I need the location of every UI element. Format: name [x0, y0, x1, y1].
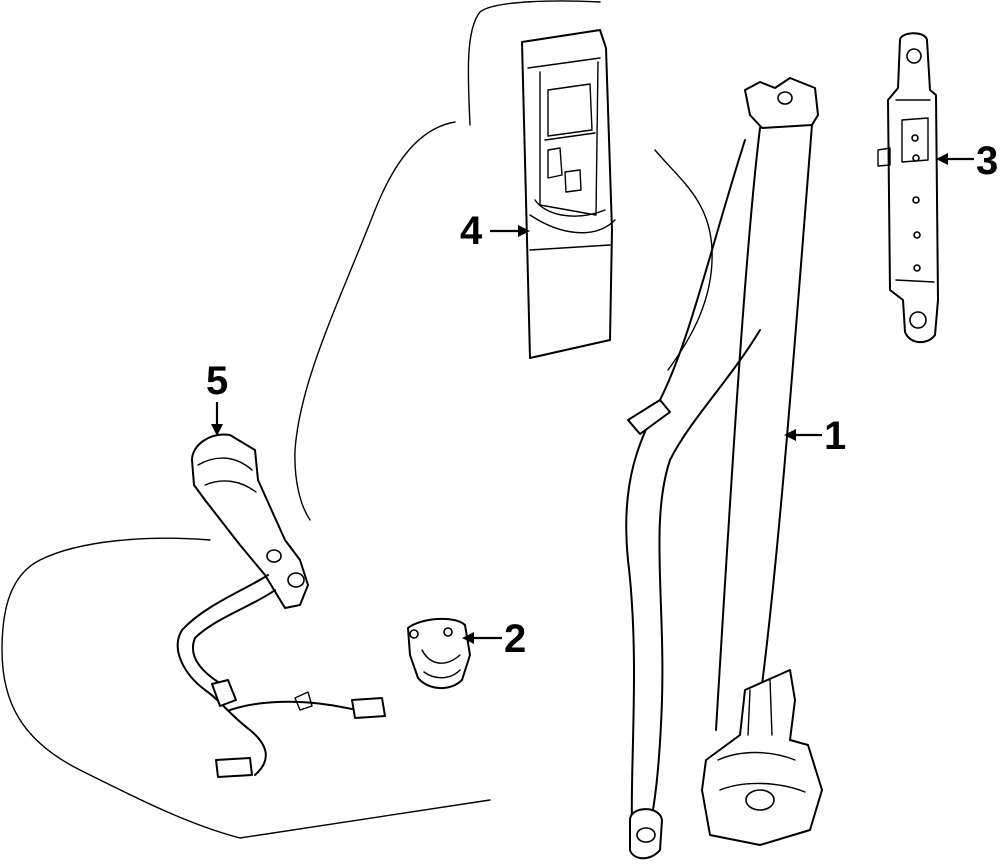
- callout-label-3: 3: [976, 139, 998, 183]
- callout-label-4: 4: [460, 209, 483, 253]
- callout-2: 2: [462, 617, 526, 661]
- anchor-cover: [407, 617, 471, 689]
- callout-label-2: 2: [504, 617, 526, 661]
- seat-belt-buckle: [176, 433, 386, 778]
- callout-5: 5: [206, 359, 228, 436]
- trim-panel: [521, 29, 616, 359]
- callout-4: 4: [460, 209, 530, 253]
- callout-1: 1: [784, 414, 846, 458]
- callout-3: 3: [936, 139, 998, 183]
- callout-label-5: 5: [206, 359, 228, 403]
- height-adjuster: [877, 32, 939, 344]
- callout-label-1: 1: [824, 414, 846, 458]
- seat-belt-assembly: [625, 77, 823, 860]
